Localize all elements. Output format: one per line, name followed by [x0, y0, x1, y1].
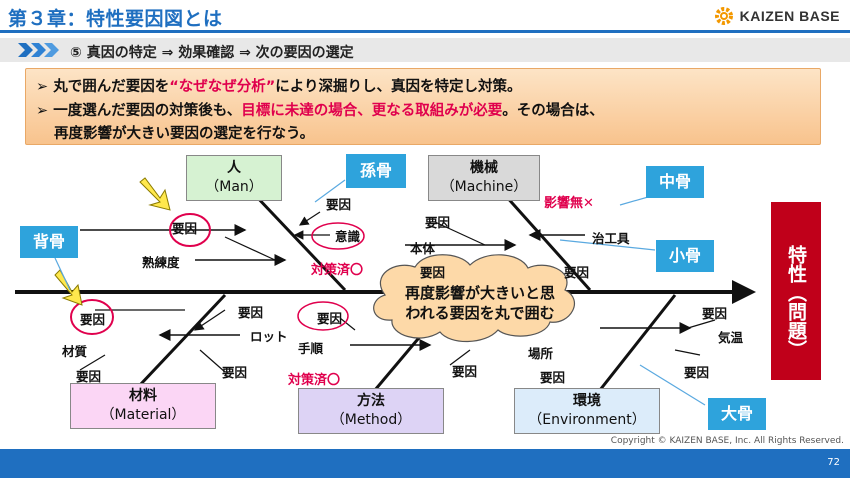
category-machine: 機械（Machine）: [428, 155, 540, 201]
note-line-3: 再度影響が大きい要因の選定を行なう。: [54, 126, 315, 142]
factor-label: 要因: [76, 369, 102, 384]
factor-label: 要因: [172, 221, 198, 236]
section-subtitle: ⑤ 真因の特定 ⇒ 効果確認 ⇒ 次の要因の選定: [70, 45, 354, 61]
tag-grandchild-bone: 孫骨: [346, 154, 406, 188]
factor-label: 場所: [528, 346, 554, 361]
fishbone-lines: [15, 177, 756, 406]
no-effect-label: 影響無✕: [544, 192, 594, 211]
cloud-callout: 再度影響が大きいと思 われる要因を丸で囲む: [404, 284, 555, 322]
copyright: Copyright © KAIZEN BASE, Inc. All Rights…: [610, 436, 844, 446]
factor-label: 要因: [684, 365, 710, 380]
factor-label: 要因: [317, 311, 343, 326]
footer-bar: [0, 449, 850, 478]
factor-label: 熟練度: [142, 255, 180, 270]
page-title: 第３章：特性要因図とは: [8, 8, 223, 30]
factor-label: 本体: [410, 241, 436, 256]
factor-label: 治工具: [592, 231, 630, 246]
tag-large-bone: 大骨: [708, 398, 766, 430]
factor-label: 意識: [335, 229, 361, 244]
countermeasured-label: 対策済〇: [311, 263, 364, 278]
note-line-2: ➢ 一度選んだ要因の対策後も、目標に未達の場合、更なる取組みが必要。その場合は、: [36, 103, 604, 119]
countermeasured-label: 対策済〇: [288, 373, 341, 388]
factor-label: 要因: [420, 265, 446, 280]
factor-label: ロット: [250, 329, 288, 344]
brand-logo: KAIZEN BASE: [714, 6, 840, 26]
factor-label: 要因: [238, 305, 264, 320]
factor-label: 要因: [452, 364, 478, 379]
tag-small-bone: 小骨: [656, 240, 714, 272]
category-environment: 環境（Environment）: [514, 388, 660, 434]
note-box: ➢ 丸で囲んだ要因を“なぜなぜ分析”により深掘りし、真因を特定し対策。 ➢ 一度…: [25, 68, 821, 145]
page-number: 72: [827, 457, 840, 468]
chevron-right-icon: [18, 43, 59, 57]
subtitle-bar: [0, 38, 850, 62]
title-divider: [0, 30, 850, 33]
brand-name: KAIZEN BASE: [739, 8, 840, 24]
factor-label: 要因: [540, 370, 566, 385]
factor-label: 要因: [222, 365, 248, 380]
factor-label: 要因: [326, 197, 352, 212]
tag-middle-bone: 中骨: [646, 166, 704, 198]
factor-label: 気温: [718, 330, 744, 345]
category-material: 材料（Material）: [70, 383, 216, 429]
factor-label: 要因: [702, 306, 728, 321]
factor-label: 要因: [564, 265, 590, 280]
factor-label: 要因: [80, 312, 106, 327]
note-line-1: ➢ 丸で囲んだ要因を“なぜなぜ分析”により深掘りし、真因を特定し対策。: [36, 79, 522, 95]
category-method: 方法（Method）: [298, 388, 444, 434]
gear-icon: [714, 7, 733, 25]
tag-backbone: 背骨: [20, 226, 78, 258]
effect-box: 特性（問題）: [771, 202, 821, 380]
category-man: 人（Man）: [186, 155, 282, 201]
fishbone-diagram: 人（Man） 機械（Machine） 材料（Material） 方法（Metho…: [0, 150, 850, 440]
factor-label: 手順: [298, 341, 324, 356]
factor-label: 要因: [425, 215, 451, 230]
factor-label: 材質: [62, 344, 88, 359]
